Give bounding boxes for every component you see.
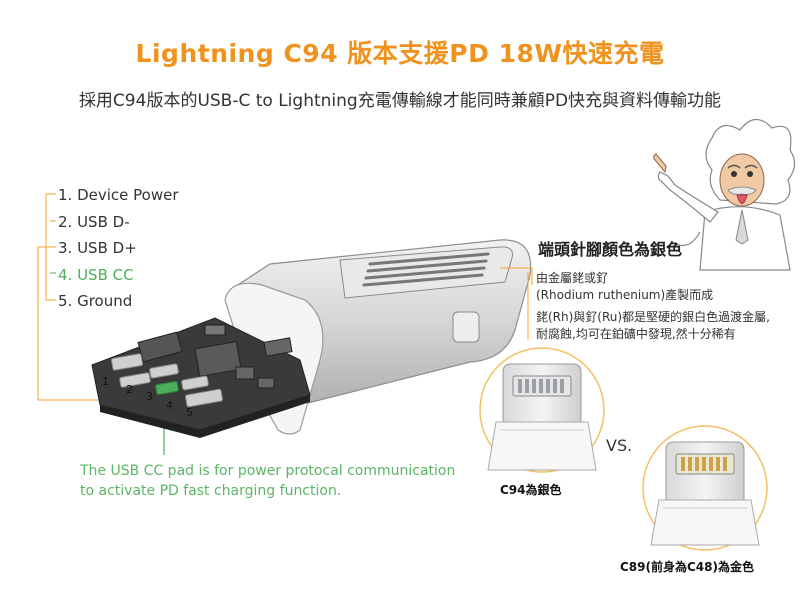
gold-caption: C89(前身為C48)為金色 — [620, 560, 754, 574]
pad-number-2: 2 — [126, 383, 133, 396]
side-note-description: 由金屬銠或釕 (Rhodium ruthenium)產製而成 銠(Rh)與釕(R… — [536, 270, 770, 348]
pad-number-5: 5 — [186, 406, 193, 419]
page-subtitle: 採用C94版本的USB-C to Lightning充電傳輸線才能同時兼顧PD快… — [78, 91, 722, 111]
side-note-para1-line2: (Rhodium ruthenium)產製而成 — [536, 288, 714, 302]
cc-note-line-2: to activate PD fast charging function. — [80, 483, 342, 499]
pin-3-label: 3. USB D+ — [58, 239, 137, 257]
side-note-para1-line1: 由金屬銠或釕 — [536, 271, 609, 285]
pad-number-labels: 1 2 3 4 5 — [102, 375, 193, 419]
pin-1-label: 1. Device Power — [58, 186, 179, 204]
side-note-para2-line2: 耐腐蝕,均可在鉑礦中發現,然十分稀有 — [536, 327, 736, 341]
pin-4-label: 4. USB CC — [58, 265, 134, 284]
side-note-heading: 端頭針腳顏色為銀色 — [538, 240, 683, 259]
connector-tip-gold — [642, 425, 768, 551]
silver-caption: C94為銀色 — [500, 483, 562, 497]
cc-pad-note: The USB CC pad is for power protocal com… — [80, 461, 455, 501]
pin-list: 1. Device Power 2. USB D- 3. USB D+ 4. U… — [58, 185, 179, 318]
einstein-cartoon — [653, 118, 796, 271]
lightning-connector-illustration — [91, 239, 532, 438]
page-title: Lightning C94 版本支援PD 18W快速充電 — [135, 39, 665, 68]
side-note-leader — [500, 267, 533, 285]
cc-note-line-1: The USB CC pad is for power protocal com… — [80, 463, 456, 479]
pad-number-3: 3 — [146, 390, 153, 403]
vs-label: VS. — [606, 436, 633, 455]
pad-number-1: 1 — [102, 375, 109, 388]
connector-tip-silver — [479, 347, 605, 473]
side-note-para2-line1: 銠(Rh)與釕(Ru)都是堅硬的銀白色過渡金屬, — [536, 310, 770, 324]
pin-2-label: 2. USB D- — [58, 212, 130, 231]
pin-5-label: 5. Ground — [58, 292, 133, 310]
pad-number-4: 4 — [166, 399, 173, 412]
